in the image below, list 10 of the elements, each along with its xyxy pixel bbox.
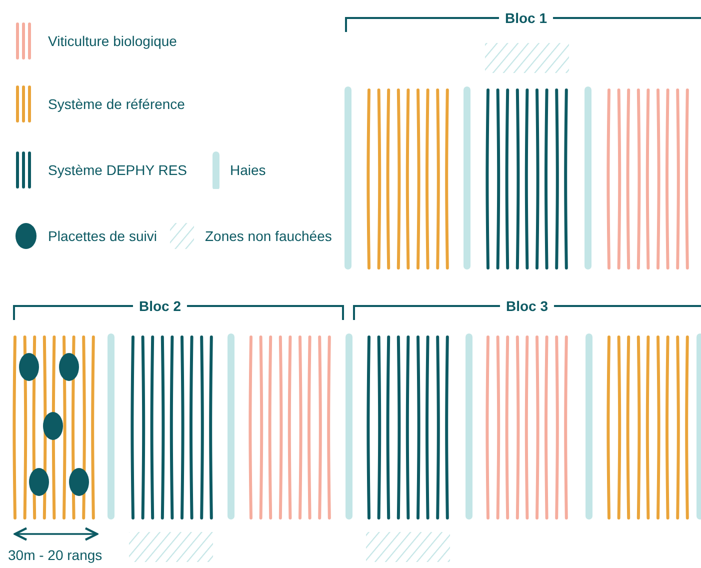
legend-label: Placettes de suivi [48,228,157,244]
legend-label: Haies [230,162,266,178]
legend-label: Viticulture biologique [48,33,177,49]
block-label: Bloc 1 [499,10,553,26]
dimension-label: 30m - 20 rangs [8,547,102,563]
block-label: Bloc 2 [133,298,187,314]
legend-label: Système DEPHY RES [48,162,188,178]
legend-label: Système de référence [48,96,185,112]
block-label: Bloc 3 [500,298,554,314]
legend-label: Zones non fauchées [205,228,332,244]
